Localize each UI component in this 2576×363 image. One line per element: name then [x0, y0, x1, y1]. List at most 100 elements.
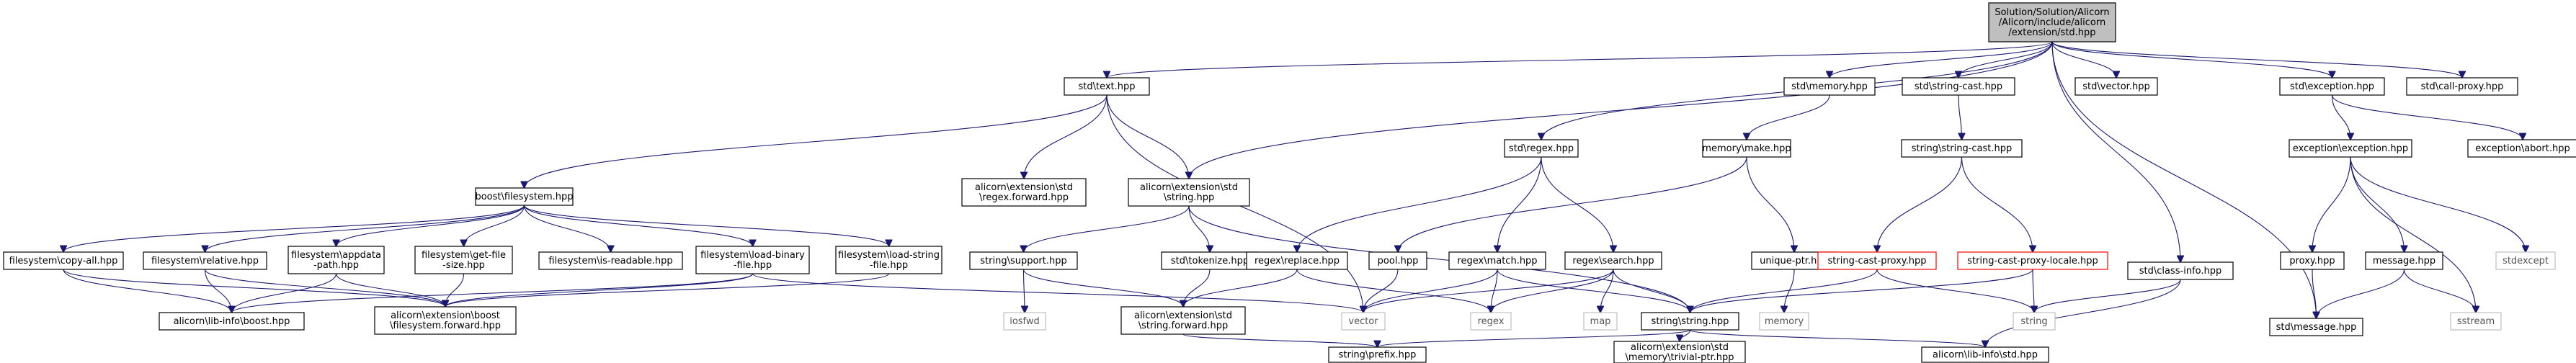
- node-box[interactable]: [1128, 178, 1250, 207]
- node-box[interactable]: [2269, 318, 2363, 336]
- node-lib-info-boost[interactable]: alicorn\lib-info\boost.hpp: [159, 312, 305, 331]
- node-string-prefix[interactable]: string\prefix.hpp: [1328, 346, 1427, 363]
- node-box[interactable]: [1161, 251, 1259, 270]
- node-box[interactable]: [1064, 77, 1150, 96]
- node-std-call-proxy[interactable]: std\call-proxy.hpp: [2406, 77, 2518, 96]
- node-regex-forward[interactable]: alicorn\extension\std\regex.forward.hpp: [961, 178, 1087, 207]
- node-box[interactable]: [1246, 251, 1348, 270]
- node-box[interactable]: [1328, 346, 1427, 363]
- node-box[interactable]: [414, 246, 513, 274]
- node-memory[interactable]: memory: [1759, 312, 1809, 331]
- node-std-string-forward[interactable]: alicorn\extension\std\string.forward.hpp: [1120, 306, 1246, 335]
- node-vector[interactable]: vector: [1341, 312, 1386, 331]
- node-box[interactable]: [143, 251, 267, 270]
- node-box[interactable]: [475, 187, 574, 206]
- node-box[interactable]: [1003, 312, 1046, 331]
- node-box[interactable]: [3, 251, 124, 270]
- node-std-message[interactable]: std\message.hpp: [2269, 318, 2363, 336]
- node-box[interactable]: [159, 312, 305, 331]
- node-box[interactable]: [1957, 251, 2108, 270]
- node-box[interactable]: [1341, 312, 1386, 331]
- node-box[interactable]: [2406, 77, 2518, 96]
- node-box[interactable]: [1120, 306, 1246, 335]
- node-regex-replace[interactable]: regex\replace.hpp: [1246, 251, 1348, 270]
- node-std-tokenize[interactable]: std\tokenize.hpp: [1161, 251, 1259, 270]
- node-std-vector[interactable]: std\vector.hpp: [2074, 77, 2158, 96]
- node-exception-abort[interactable]: exception\abort.hpp: [2467, 139, 2576, 158]
- node-box[interactable]: [1504, 139, 1579, 158]
- node-box[interactable]: [2127, 261, 2234, 280]
- node-box[interactable]: [2365, 251, 2443, 270]
- node-box[interactable]: [2467, 139, 2576, 158]
- node-box[interactable]: [538, 251, 683, 270]
- edge-regex_match-to-string_string: [1497, 269, 1690, 313]
- node-std-memory[interactable]: std\memory.hpp: [1783, 77, 1876, 96]
- node-fs-load-binary[interactable]: filesystem\load-binary-file.hpp: [695, 246, 810, 274]
- node-box[interactable]: [1702, 139, 1791, 158]
- node-box[interactable]: [1583, 312, 1618, 331]
- node-box[interactable]: [695, 246, 810, 274]
- node-string-cast-proxy[interactable]: string-cast-proxy.hpp: [1817, 251, 1937, 270]
- node-regex-search[interactable]: regex\search.hpp: [1564, 251, 1662, 270]
- node-box[interactable]: [2013, 312, 2056, 331]
- node-box[interactable]: [1613, 341, 1746, 363]
- node-std-text[interactable]: std\text.hpp: [1064, 77, 1150, 96]
- node-box[interactable]: [2450, 312, 2502, 331]
- node-box[interactable]: [835, 246, 942, 274]
- node-box[interactable]: [1470, 312, 1512, 331]
- node-std-regex[interactable]: std\regex.hpp: [1504, 139, 1579, 158]
- node-root[interactable]: Solution/Solution/Alicorn/Alicorn/includ…: [1988, 2, 2116, 42]
- node-box[interactable]: [1921, 346, 2049, 363]
- node-regex[interactable]: regex: [1470, 312, 1512, 331]
- node-box[interactable]: [288, 246, 385, 274]
- node-exception-exception[interactable]: exception\exception.hpp: [2288, 139, 2412, 158]
- node-layer: Solution/Solution/Alicorn/Alicorn/includ…: [3, 2, 2576, 363]
- node-sstream[interactable]: sstream: [2450, 312, 2502, 331]
- node-pool-hpp[interactable]: pool.hpp: [1368, 251, 1427, 270]
- node-box[interactable]: [2288, 139, 2412, 158]
- node-std-class-info[interactable]: std\class-info.hpp: [2127, 261, 2234, 280]
- node-fs-load-string[interactable]: filesystem\load-string-file.hpp: [835, 246, 942, 274]
- node-boost-filesystem[interactable]: boost\filesystem.hpp: [475, 187, 574, 206]
- node-map[interactable]: map: [1583, 312, 1618, 331]
- node-box[interactable]: [1564, 251, 1662, 270]
- node-trivial-ptr[interactable]: alicorn\extension\std\memory\trivial-ptr…: [1613, 341, 1746, 363]
- node-fs-relative[interactable]: filesystem\relative.hpp: [143, 251, 267, 270]
- node-string-support[interactable]: string\support.hpp: [969, 251, 1078, 270]
- node-proxy-hpp[interactable]: proxy.hpp: [2280, 251, 2345, 270]
- node-memory-make[interactable]: memory\make.hpp: [1702, 139, 1791, 158]
- node-message-hpp[interactable]: message.hpp: [2365, 251, 2443, 270]
- node-lib-info-std[interactable]: alicorn\lib-info\std.hpp: [1921, 346, 2049, 363]
- node-box[interactable]: [1988, 2, 2116, 42]
- node-stdexcept[interactable]: stdexcept: [2495, 251, 2556, 270]
- node-box[interactable]: [1783, 77, 1876, 96]
- node-box[interactable]: [2280, 251, 2345, 270]
- node-box[interactable]: [969, 251, 1078, 270]
- node-box[interactable]: [1368, 251, 1427, 270]
- node-box[interactable]: [1901, 139, 2023, 158]
- node-fs-get-file-size[interactable]: filesystem\get-file-size.hpp: [414, 246, 513, 274]
- node-box[interactable]: [2495, 251, 2556, 270]
- node-box[interactable]: [961, 178, 1087, 207]
- node-fs-appdata[interactable]: filesystem\appdata-path.hpp: [288, 246, 385, 274]
- node-iosfwd[interactable]: iosfwd: [1003, 312, 1046, 331]
- node-fs-is-readable[interactable]: filesystem\is-readable.hpp: [538, 251, 683, 270]
- node-fs-copy-all[interactable]: filesystem\copy-all.hpp: [3, 251, 124, 270]
- node-box[interactable]: [1817, 251, 1937, 270]
- node-std-string-cast[interactable]: std\string-cast.hpp: [1902, 77, 2015, 96]
- node-box[interactable]: [2279, 77, 2385, 96]
- node-box[interactable]: [1759, 312, 1809, 331]
- node-box[interactable]: [2074, 77, 2158, 96]
- node-boost-fs-forward[interactable]: alicorn\extension\boost\filesystem.forwa…: [374, 306, 517, 335]
- node-string[interactable]: string: [2013, 312, 2056, 331]
- node-box[interactable]: [1902, 77, 2015, 96]
- node-regex-match[interactable]: regex\match.hpp: [1448, 251, 1546, 270]
- node-string-string-cast[interactable]: string\string-cast.hpp: [1901, 139, 2023, 158]
- node-std-exception[interactable]: std\exception.hpp: [2279, 77, 2385, 96]
- node-box[interactable]: [374, 306, 517, 335]
- node-string-cast-proxy-locale[interactable]: string-cast-proxy-locale.hpp: [1957, 251, 2108, 270]
- node-alicorn-std-string[interactable]: alicorn\extension\std\string.hpp: [1128, 178, 1250, 207]
- node-box[interactable]: [1641, 312, 1739, 331]
- node-string-string[interactable]: string\string.hpp: [1641, 312, 1739, 331]
- node-box[interactable]: [1448, 251, 1546, 270]
